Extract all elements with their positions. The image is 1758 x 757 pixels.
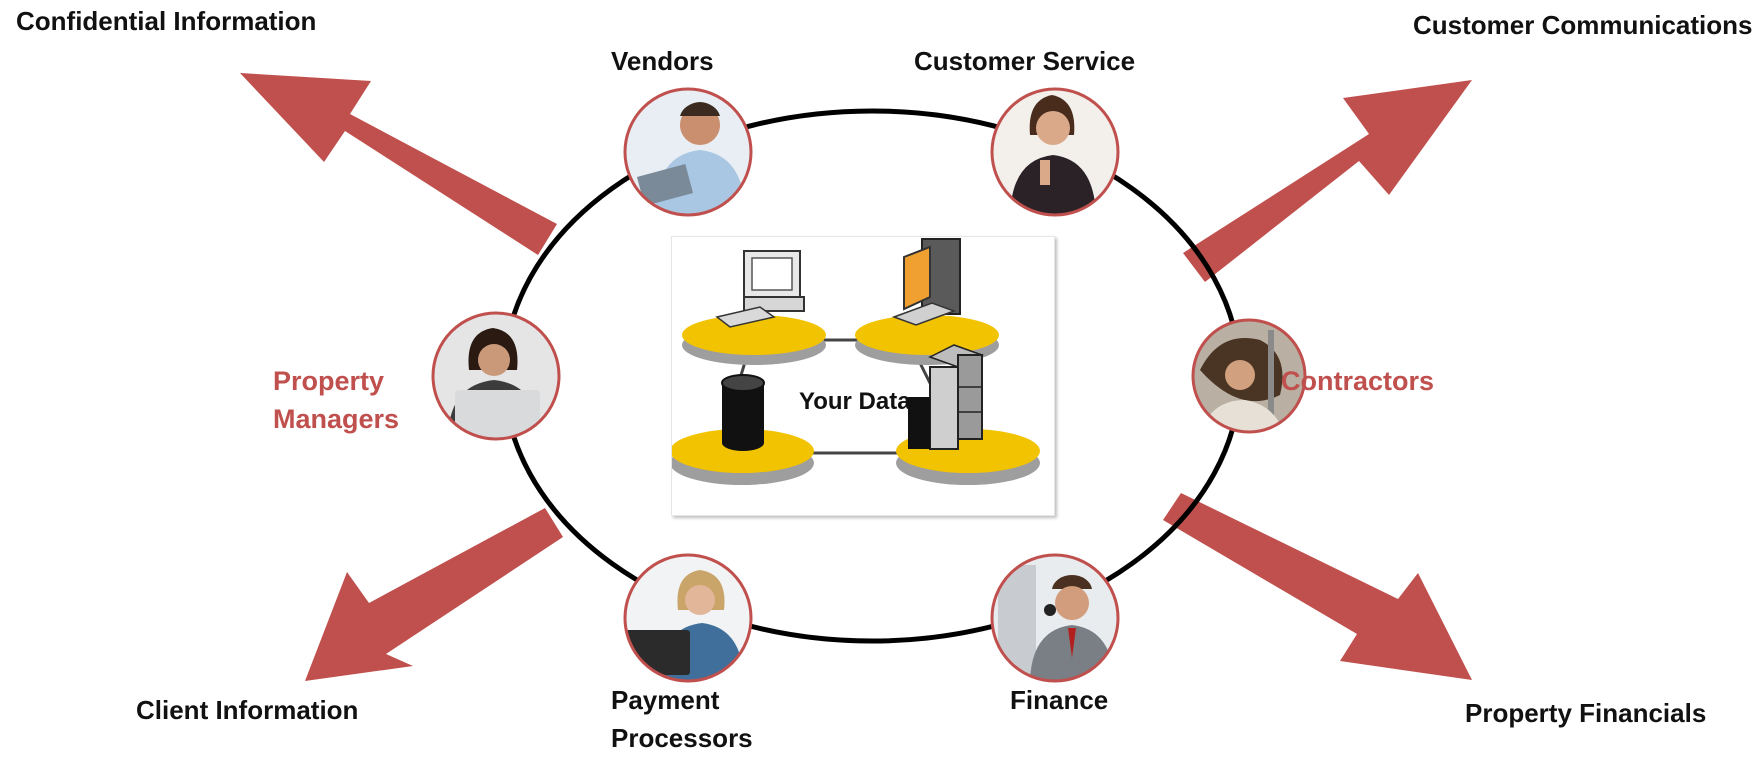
label-client-information: Client Information: [136, 695, 359, 725]
label-customer-service: Customer Service: [914, 46, 1136, 76]
label-confidential-information: Confidential Information: [16, 6, 317, 36]
payment-processors-photo: [623, 553, 753, 683]
server-rack-icon: [908, 344, 984, 450]
database-icon: [721, 374, 765, 451]
network-graphic: [670, 238, 1040, 485]
arrow-property-financials: [1163, 493, 1472, 680]
your-data-panel: [670, 236, 1055, 516]
platform-top-left: [682, 315, 826, 365]
arrow-client-information: [305, 508, 563, 681]
label-customer-communications: Customer Communications: [1413, 10, 1753, 40]
desktop-computer-icon: [715, 250, 805, 328]
label-property-managers-line2: Managers: [273, 404, 400, 434]
label-vendors: Vendors: [611, 46, 714, 76]
property-managers-photo: [431, 311, 561, 441]
arrow-confidential: [240, 73, 557, 255]
finance-photo: [990, 553, 1120, 683]
label-payment-line2: Processors: [611, 723, 753, 753]
customer-service-photo: [990, 87, 1120, 217]
contractors-photo: [1191, 318, 1307, 434]
your-data-label: Your Data: [799, 388, 911, 415]
workstation-icon: [891, 238, 961, 326]
arrow-customer-communications: [1183, 80, 1472, 282]
label-payment-line1: Payment: [611, 685, 720, 715]
vendors-photo: [623, 87, 753, 217]
label-property-managers-line1: Property: [273, 366, 385, 396]
label-property-financials: Property Financials: [1465, 698, 1707, 728]
platform-bottom-left: [670, 429, 814, 485]
label-finance: Finance: [1010, 685, 1109, 715]
label-contractors: Contractors: [1281, 366, 1435, 396]
